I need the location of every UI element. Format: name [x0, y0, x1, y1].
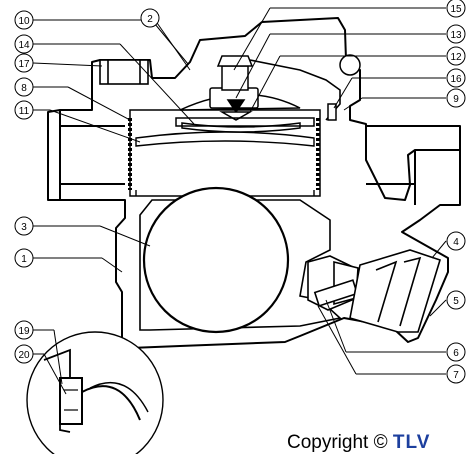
callout-14: 14: [14, 34, 34, 54]
inner-cavity: [139, 59, 342, 331]
svg-text:7: 7: [453, 370, 459, 381]
svg-text:11: 11: [19, 106, 30, 117]
callout-12: 12: [446, 46, 466, 66]
valve-seat-assembly: [307, 255, 359, 311]
screen-cylinder: [128, 109, 321, 197]
svg-text:6: 6: [453, 348, 459, 359]
air-vent-assembly: [175, 54, 361, 133]
svg-text:9: 9: [453, 94, 459, 105]
svg-text:5: 5: [453, 296, 459, 307]
callout-19: 19: [14, 320, 34, 340]
svg-text:20: 20: [18, 350, 30, 361]
callout-2: 2: [140, 8, 160, 28]
tlv-logo: TLV: [392, 432, 431, 453]
detail-inset: [26, 331, 164, 454]
callout-9: 9: [446, 88, 466, 108]
svg-text:14: 14: [18, 40, 30, 51]
callout-15: 15: [446, 0, 466, 18]
plug-17: [99, 59, 149, 85]
callout-13: 13: [446, 24, 466, 44]
svg-text:1: 1: [21, 254, 27, 265]
callout-4: 4: [446, 231, 466, 251]
svg-text:4: 4: [453, 237, 459, 248]
callout-8: 8: [14, 77, 34, 97]
svg-text:17: 17: [18, 59, 30, 70]
callout-10: 10: [14, 10, 34, 30]
svg-text:10: 10: [18, 16, 30, 27]
float-ball: [142, 186, 290, 334]
callout-16: 16: [446, 68, 466, 88]
svg-text:8: 8: [21, 83, 27, 94]
callout-5: 5: [446, 290, 466, 310]
svg-text:15: 15: [450, 4, 462, 15]
svg-text:16: 16: [450, 74, 462, 85]
svg-text:12: 12: [450, 52, 462, 63]
copyright-text: Copyright ©: [287, 432, 388, 453]
bottom-cover: [349, 249, 441, 333]
gasket-16: [327, 103, 337, 121]
svg-text:19: 19: [18, 326, 30, 337]
svg-text:3: 3: [21, 222, 27, 233]
callout-7: 7: [446, 364, 466, 384]
copyright-notice: Copyright © TLV: [287, 432, 430, 454]
callout-11: 11: [14, 100, 34, 120]
svg-text:13: 13: [450, 30, 462, 41]
callout-1: 1: [14, 248, 34, 268]
callout-3: 3: [14, 216, 34, 236]
callout-17: 17: [14, 53, 34, 73]
callout-20: 20: [14, 344, 34, 364]
leader-lines: [32, 7, 447, 395]
callout-6: 6: [446, 342, 466, 362]
svg-text:2: 2: [147, 14, 153, 25]
